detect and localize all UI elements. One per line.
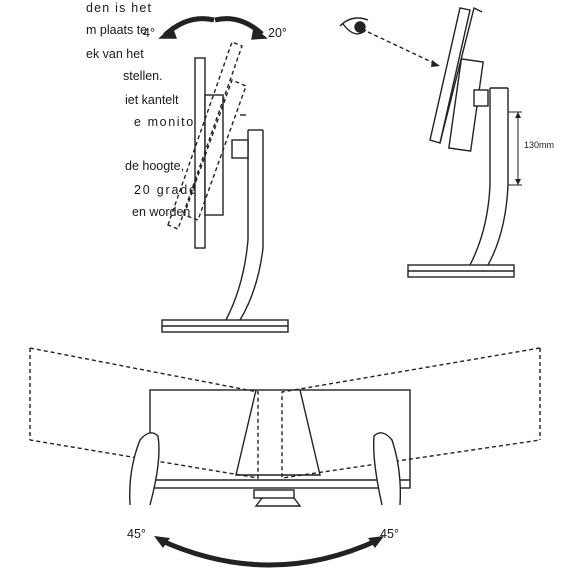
text-line-2: m plaats te [86,23,148,37]
text-line-7: de hoogte, [125,159,185,173]
text-line-9: en worden [132,205,191,219]
swivel-left-label: 45° [127,527,146,541]
text-line-6: e monitor [134,115,201,129]
text-line-8: 20 graden [134,183,207,197]
swivel-right-label: 45° [380,527,399,541]
text-line-3: ek van het [86,47,144,61]
tilt-forward-label: 4° [143,26,155,40]
text-line-1: den is het [86,1,153,15]
tilt-back-label: 20° [268,26,287,40]
text-line-5: iet kantelt [125,93,179,107]
height-label: 130mm [524,140,555,150]
text-line-4: stellen. [123,69,163,83]
